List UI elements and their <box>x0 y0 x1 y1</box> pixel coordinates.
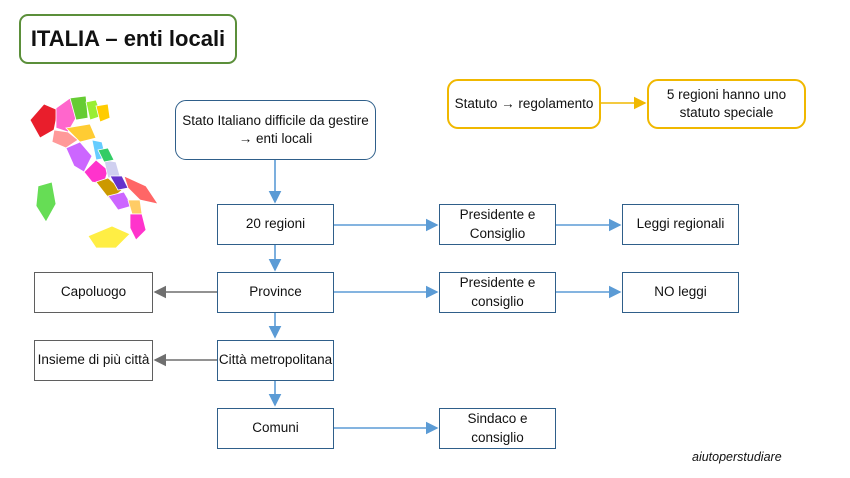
node-province: Province <box>217 272 334 313</box>
node-leggi-regionali: Leggi regionali <box>622 204 739 245</box>
node-statuto: Statuto → regolamento <box>447 79 601 129</box>
node-insieme-citta: Insieme di più città <box>34 340 153 381</box>
node-cinque-regioni: 5 regioni hanno uno statuto speciale <box>647 79 806 129</box>
node-stato: Stato Italiano difficile da gestire → en… <box>175 100 376 160</box>
node-presidente-consiglio-1: Presidente e Consiglio <box>439 204 556 245</box>
node-regioni: 20 regioni <box>217 204 334 245</box>
page-title: ITALIA – enti locali <box>19 14 237 64</box>
node-comuni: Comuni <box>217 408 334 449</box>
watermark: aiutoperstudiare <box>692 450 782 464</box>
node-citta-metropolitana: Città metropolitana <box>217 340 334 381</box>
node-capoluogo: Capoluogo <box>34 272 153 313</box>
node-presidente-consiglio-2: Presidente e consiglio <box>439 272 556 313</box>
node-sindaco-consiglio: Sindaco e consiglio <box>439 408 556 449</box>
node-no-leggi: NO leggi <box>622 272 739 313</box>
